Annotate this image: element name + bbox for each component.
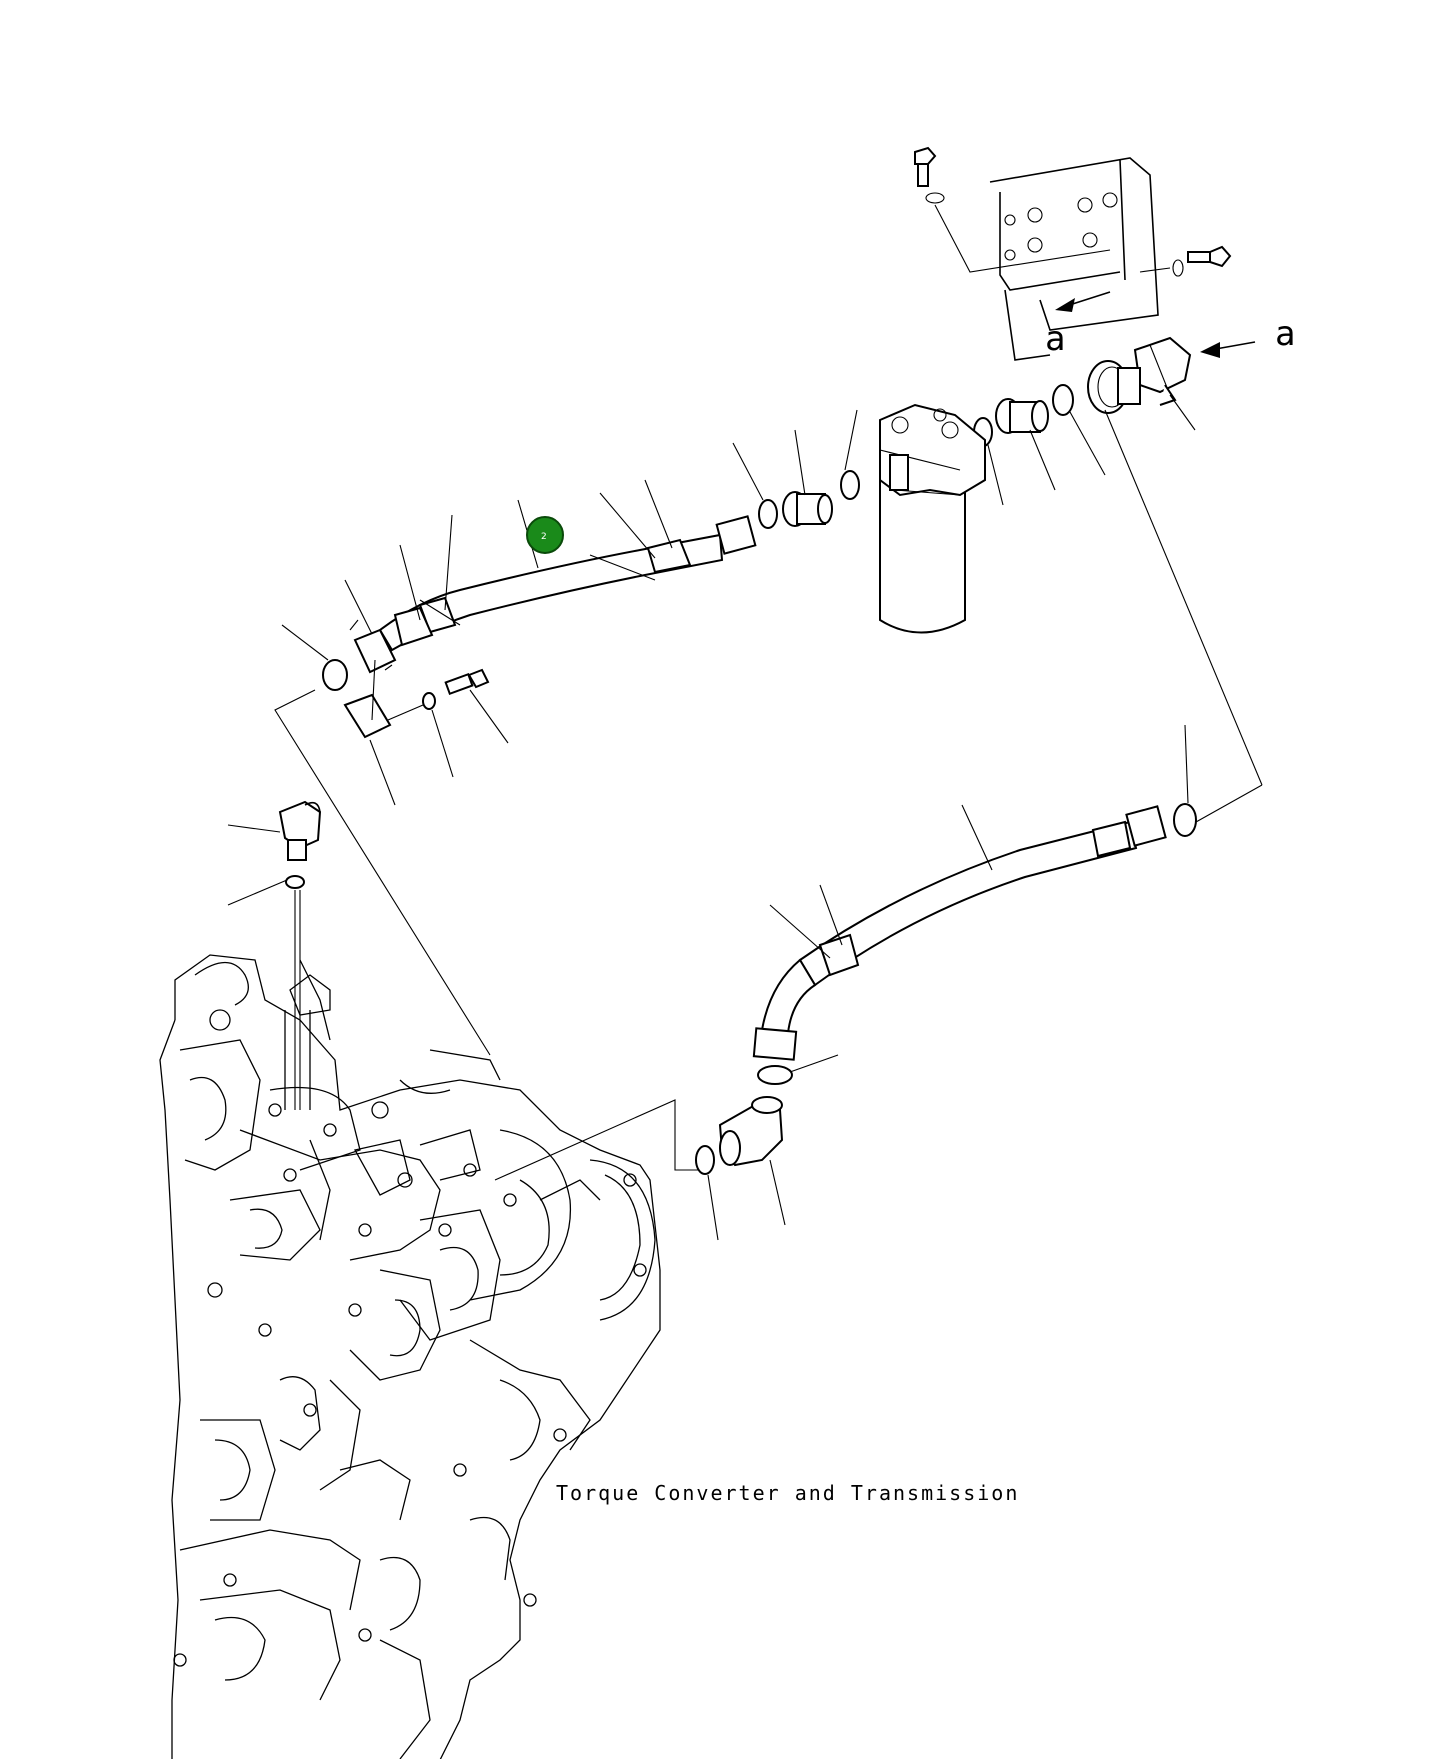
o-ring-top-1 (1052, 384, 1106, 476)
upper-hose-leaders (344, 479, 673, 641)
view-arrow-left: a (1045, 291, 1111, 359)
elbow-fitting-top (1133, 336, 1196, 431)
o-ring-mid (732, 442, 778, 529)
flange-bolt (444, 668, 509, 744)
sensor-o-ring (227, 875, 305, 1110)
adapter-top (995, 398, 1056, 491)
split-flange-upper (349, 619, 397, 674)
mounting-bracket (989, 157, 1159, 361)
elbow-adapter-lower (718, 1096, 786, 1226)
adapter-mid (782, 429, 833, 527)
flange-washer (387, 692, 454, 778)
view-arrow-right: a (1200, 314, 1295, 358)
swivel-nut-fitting (1087, 360, 1263, 786)
split-flange-lower (343, 659, 396, 806)
view-marker-left: a (1045, 319, 1065, 359)
pressure-sensor (227, 800, 322, 861)
upper-hose (378, 515, 757, 652)
oil-filter (879, 403, 986, 634)
callout-2[interactable]: 2 (526, 516, 564, 554)
diagram-caption: Torque Converter and Transmission (556, 1481, 1019, 1505)
o-ring-bottom (494, 1099, 719, 1241)
o-ring-lower-right (1173, 724, 1263, 837)
view-marker-right: a (1275, 314, 1295, 354)
bracket-bolt-top (914, 146, 1111, 273)
o-ring-flange (274, 624, 491, 1056)
transmission-assembly (159, 954, 661, 1759)
o-ring-lower (757, 1054, 839, 1085)
bracket-bolt-right (1139, 245, 1232, 277)
callout-2-number: 2 (541, 532, 547, 542)
lower-hose (752, 804, 1167, 1061)
o-ring-upper-3 (840, 409, 860, 500)
